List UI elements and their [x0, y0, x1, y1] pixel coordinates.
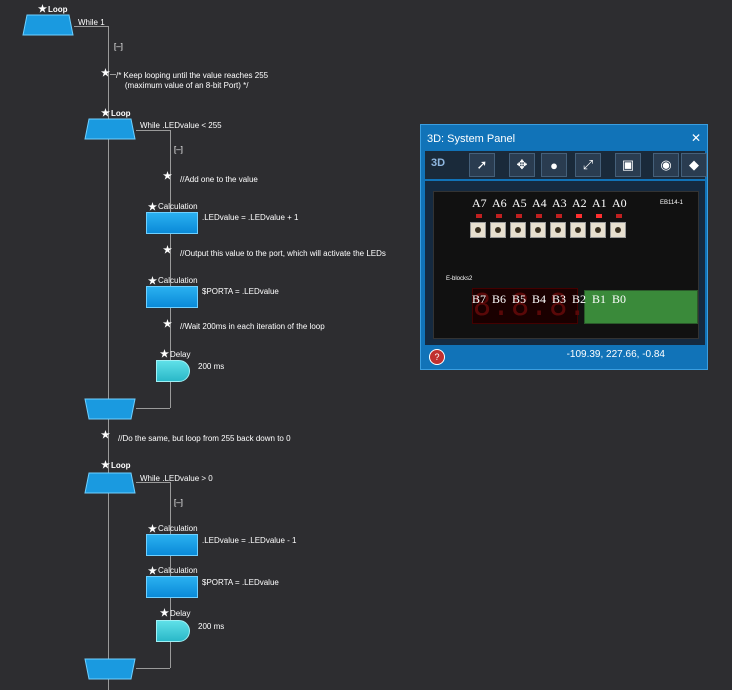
bookmark-star-icon[interactable]: ★ [101, 68, 110, 79]
bookmark-star-icon[interactable]: ★ [148, 202, 157, 213]
bookmark-star-icon[interactable]: ★ [148, 276, 157, 287]
comment-text[interactable]: //Output this value to the port, which w… [180, 249, 386, 258]
pan-icon[interactable]: ✥ [509, 153, 535, 177]
zoom-icon[interactable]: ⤢ [575, 153, 601, 177]
close-icon[interactable]: ✕ [690, 131, 701, 145]
loop-start-block[interactable] [84, 472, 136, 494]
bookmark-star-icon[interactable]: ★ [38, 4, 47, 15]
delay-value: 200 ms [198, 622, 225, 631]
comment-text[interactable]: //Wait 200ms in each iteration of the lo… [180, 322, 325, 331]
calculation-expression: $PORTA = .LEDvalue [202, 287, 279, 296]
bookmark-star-icon[interactable]: ★ [101, 108, 110, 119]
orbit-icon[interactable]: ● [541, 153, 567, 177]
push-button[interactable] [490, 222, 506, 238]
calculation-expression: .LEDvalue = .LEDvalue - 1 [202, 536, 297, 545]
bookmark-star-icon[interactable]: ★ [101, 460, 110, 471]
collapse-toggle[interactable]: [–] [174, 498, 183, 507]
calculation-block[interactable] [146, 576, 198, 598]
light-icon[interactable]: ◉ [653, 153, 679, 177]
panel-status-bar: ? -109.39, 227.66, -0.84 [425, 347, 705, 367]
calculation-block[interactable] [146, 212, 198, 234]
system-panel-window[interactable]: 3D: System Panel ✕ 3D ➚ ✥ ● ⤢ ▣ ◉ ◆ A7 A… [420, 124, 708, 370]
loop-start-block[interactable] [22, 14, 74, 36]
bookmark-star-icon[interactable]: ★ [163, 245, 172, 256]
bookmark-star-icon[interactable]: ★ [148, 524, 157, 535]
calculation-block[interactable] [146, 534, 198, 556]
part-label: EB114-1 [660, 200, 683, 206]
bookmark-star-icon[interactable]: ★ [163, 319, 172, 330]
push-button[interactable] [470, 222, 486, 238]
bookmark-star-icon[interactable]: ★ [148, 566, 157, 577]
loop-tag: Loop [111, 461, 131, 470]
delay-value: 200 ms [198, 362, 225, 371]
bookmark-star-icon[interactable]: ★ [160, 349, 169, 360]
loop-end-block[interactable] [84, 658, 136, 680]
calculation-block[interactable] [146, 286, 198, 308]
panel-toolbar: 3D ➚ ✥ ● ⤢ ▣ ◉ ◆ [425, 151, 707, 179]
loop-condition: While .LEDvalue > 0 [140, 474, 213, 483]
side-label: E-blocks2 [446, 276, 473, 282]
loop-tag: Loop [48, 5, 68, 14]
calculation-tag: Calculation [158, 202, 198, 211]
calculation-tag: Calculation [158, 566, 198, 575]
3d-viewport[interactable]: A7 A6 A5 A4 A3 A2 A1 A0 [425, 181, 705, 345]
push-button[interactable] [530, 222, 546, 238]
comment-text[interactable]: /* Keep looping until the value reaches … [116, 71, 269, 90]
delay-tag: Delay [170, 609, 191, 618]
push-button[interactable] [590, 222, 606, 238]
push-button[interactable] [570, 222, 586, 238]
calculation-tag: Calculation [158, 524, 198, 533]
bookmark-star-icon[interactable]: ★ [101, 430, 110, 441]
loop-tag: Loop [111, 109, 131, 118]
help-icon[interactable]: ? [429, 349, 445, 365]
push-button[interactable] [510, 222, 526, 238]
pointer-icon[interactable]: ➚ [469, 153, 495, 177]
mode-label: 3D [431, 157, 446, 169]
collapse-toggle[interactable]: [–] [114, 42, 123, 51]
push-button[interactable] [550, 222, 566, 238]
calculation-expression: $PORTA = .LEDvalue [202, 578, 279, 587]
collapse-toggle[interactable]: [–] [174, 145, 183, 154]
comment-text[interactable]: //Add one to the value [180, 175, 258, 184]
bookmark-star-icon[interactable]: ★ [160, 608, 169, 619]
calculation-tag: Calculation [158, 276, 198, 285]
coordinates-readout: -109.39, 227.66, -0.84 [566, 349, 665, 360]
delay-block[interactable] [156, 360, 190, 382]
bookmark-star-icon[interactable]: ★ [163, 171, 172, 182]
loop-end-block[interactable] [84, 398, 136, 420]
delay-block[interactable] [156, 620, 190, 642]
loop-condition: While 1 [78, 18, 105, 27]
loop-condition: While .LEDvalue < 255 [140, 121, 222, 130]
loop-start-block[interactable] [84, 118, 136, 140]
lcd-display [584, 290, 698, 324]
eblocks-board[interactable]: A7 A6 A5 A4 A3 A2 A1 A0 [433, 191, 699, 339]
delay-tag: Delay [170, 350, 191, 359]
panel-title: 3D: System Panel [427, 133, 516, 145]
cube-icon[interactable]: ◆ [681, 153, 707, 177]
view-icon[interactable]: ▣ [615, 153, 641, 177]
calculation-expression: .LEDvalue = .LEDvalue + 1 [202, 213, 299, 222]
push-button[interactable] [610, 222, 626, 238]
comment-text[interactable]: //Do the same, but loop from 255 back do… [118, 434, 291, 443]
